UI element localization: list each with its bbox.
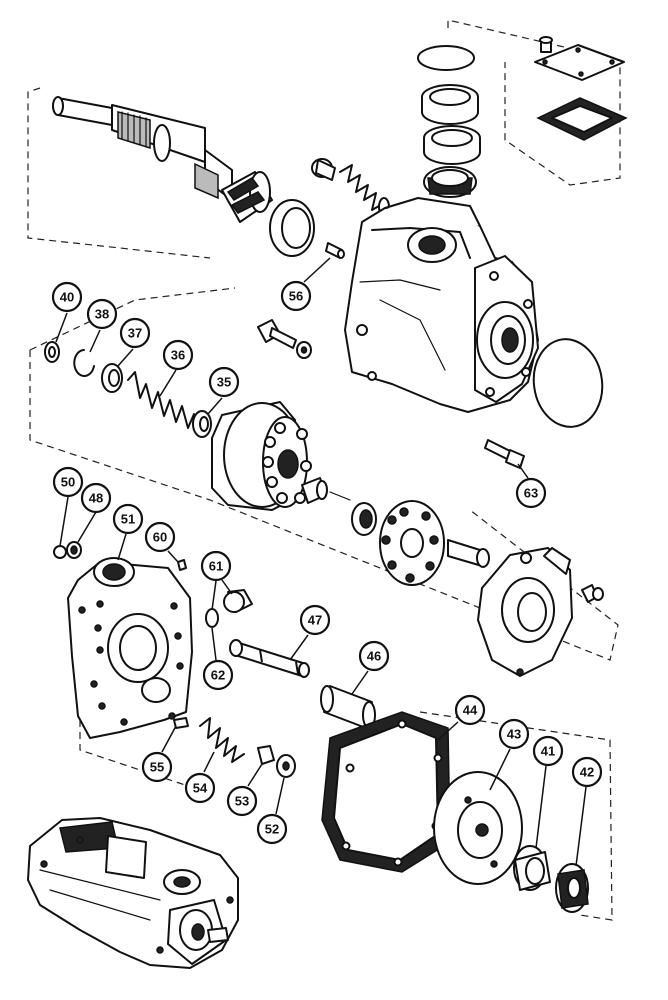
callout-46-label: 46 [367,649,381,664]
valve-plate-43 [433,771,523,885]
control-piston-spring [311,158,390,217]
callout-63: 63 [515,463,547,509]
callout-43: 43 [489,718,530,791]
drive-shaft [52,96,233,201]
dowel-pin [325,242,345,259]
callout-42-label: 42 [580,765,594,780]
callout-43-label: 43 [507,727,521,742]
callout-38: 38 [86,298,118,353]
callout-36-label: 36 [171,348,185,363]
housing-bolt-washer [257,319,312,359]
small-seals-48-50 [53,541,82,559]
control-spool-47 [229,639,310,678]
callout-61: 61 [200,550,233,611]
pump-housing [344,197,539,413]
callout-51: 51 [112,503,144,561]
callout-63-label: 63 [524,486,538,501]
callout-52: 52 [256,777,288,845]
callout-50: 50 [52,466,84,547]
callout-56: 56 [280,257,331,312]
rotating-group-small-parts [44,341,212,438]
callout-48-label: 48 [89,491,103,506]
upper-bearing-cone [423,166,477,198]
callout-60-label: 60 [153,530,167,545]
callout-53: 53 [226,763,263,817]
callout-47: 47 [289,604,331,661]
callout-labels: 40 38 37 36 35 56 63 [51,257,603,867]
callout-41-label: 41 [541,744,555,759]
upper-bearing-cups [417,45,481,165]
callout-51-label: 51 [121,512,135,527]
callout-37-label: 37 [128,326,142,341]
callout-35: 35 [207,366,240,415]
cover-plate-gasket [534,36,628,141]
swashplate-assembly [447,539,604,677]
callout-55: 55 [141,725,177,783]
end-cap [67,557,193,739]
callout-60: 60 [144,521,179,563]
gasket-44 [321,711,451,873]
sleeve-46 [320,685,376,729]
callout-54: 54 [184,751,216,804]
group-boundaries [27,19,621,921]
callout-62-label: 62 [211,668,225,683]
callout-38-label: 38 [95,307,109,322]
bolt-63 [484,439,525,469]
callout-40: 40 [51,281,83,343]
callout-50-label: 50 [61,475,75,490]
housing-o-ring [532,338,604,428]
callout-47-label: 47 [308,613,322,628]
callout-53-label: 53 [235,794,249,809]
bearing-41-42 [513,845,589,913]
shaft-bearing-cone [221,171,273,223]
callout-40-label: 40 [60,290,74,305]
callout-44-label: 44 [463,703,478,718]
callout-35-label: 35 [217,375,231,390]
callout-44: 44 [437,694,486,741]
callout-56-label: 56 [289,289,303,304]
callout-52-label: 52 [265,822,279,837]
callout-37: 37 [117,317,151,367]
callout-61-label: 61 [209,559,223,574]
retainer-plate-parts [301,477,445,586]
assembled-pump-inset [27,817,239,969]
callout-46: 46 [351,640,390,695]
callout-55-label: 55 [150,760,164,775]
callout-62: 62 [202,627,234,691]
callout-41: 41 [532,735,564,849]
callout-42: 42 [571,756,603,867]
callout-36: 36 [159,339,194,397]
bearing-cup [269,199,315,257]
callout-48: 48 [77,482,112,543]
cylinder-block [211,401,312,511]
callout-54-label: 54 [193,781,208,796]
springs-and-pins-52-55 [173,717,296,778]
